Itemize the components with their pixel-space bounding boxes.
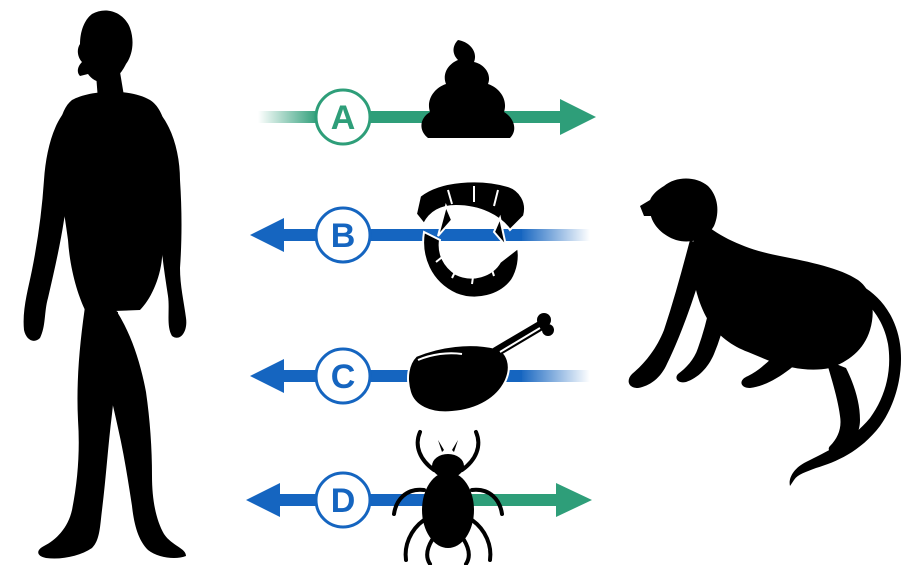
human-silhouette <box>24 10 187 558</box>
route-d-label: D <box>316 473 370 527</box>
svg-text:C: C <box>331 358 356 396</box>
route-a-arrowhead <box>560 99 596 135</box>
route-b-label: B <box>316 208 370 262</box>
route-b-arrowhead <box>250 218 284 252</box>
route-c-label: C <box>316 349 370 403</box>
route-b-arrow <box>250 218 590 252</box>
route-c-arrowhead <box>250 359 284 393</box>
feces-icon <box>421 40 514 138</box>
meat-drumstick-icon <box>408 313 554 412</box>
route-d-arrowhead-right <box>556 483 592 517</box>
svg-text:D: D <box>331 482 356 520</box>
route-a-label: A <box>316 90 370 144</box>
route-a-shaft-fade <box>258 111 318 123</box>
route-b-shaft-fade <box>520 229 590 241</box>
svg-text:A: A <box>331 99 356 137</box>
monkey-silhouette <box>629 179 901 487</box>
svg-text:B: B <box>331 217 356 255</box>
route-d-arrowhead-left <box>246 483 280 517</box>
route-c-shaft-fade <box>520 370 590 382</box>
